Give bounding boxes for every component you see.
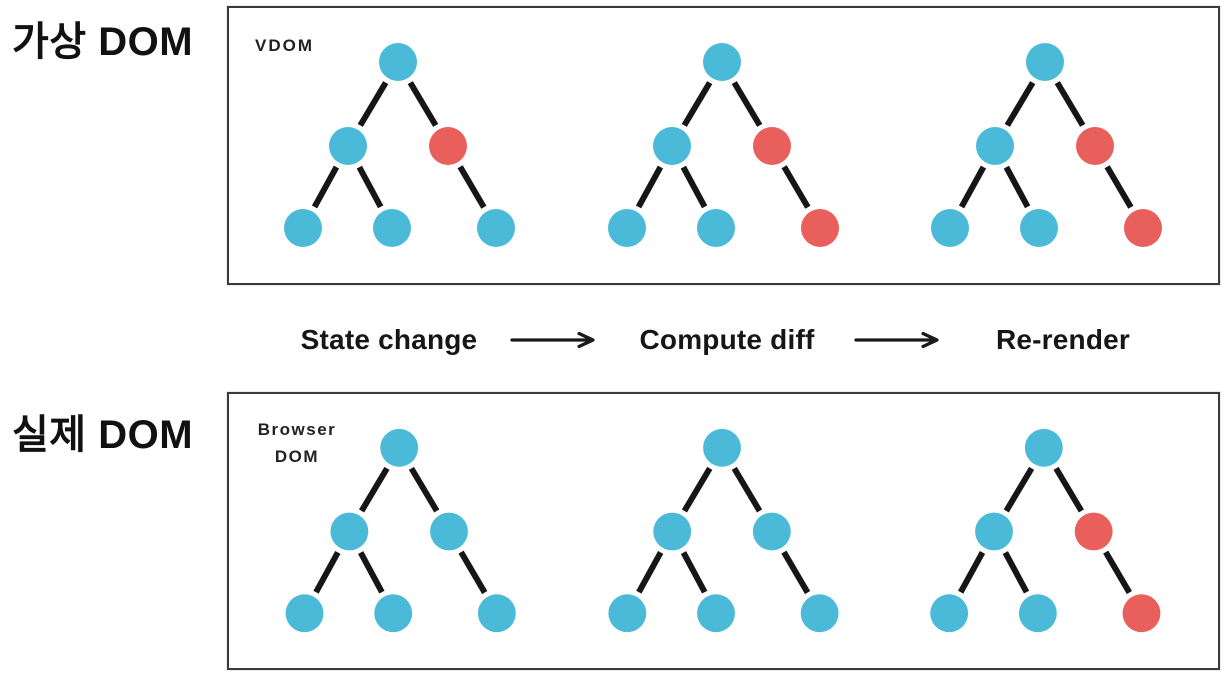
tree-edge [1004,81,1036,127]
tree-edge [681,81,713,127]
tree-edge [681,466,713,513]
tree-edge [1003,165,1031,209]
tree-node-blue [752,512,791,551]
tree-node-blue [373,209,411,247]
vdom-tree-diagram [284,43,1162,247]
tree-node-blue [930,594,969,633]
tree-edge [958,551,986,594]
browser-dom-panel-label: Browser DOM [247,416,347,470]
tree-edge [458,550,488,595]
tree-node-blue [1020,209,1058,247]
tree-node-blue [653,127,691,165]
tree-edge [1003,466,1035,513]
tree-edge [313,551,341,594]
vdom-panel-label: VDOM [255,36,314,55]
tree-edge [781,550,811,595]
flow-step-re-render: Re-render [995,324,1131,355]
real-dom-row-label: 실제 DOM [12,413,194,457]
tree-edge [1053,466,1084,513]
tree-node-blue [976,127,1014,165]
tree-edge [408,466,440,513]
tree-edge [635,165,664,209]
tree-node-blue [330,512,369,551]
tree-node-blue [380,428,419,467]
tree-node-blue [430,512,468,551]
tree-node-blue [285,594,324,633]
tree-node-blue [329,127,367,165]
vdom-panel: VDOM [227,6,1220,285]
tree-node-blue [800,594,839,633]
tree-edge [407,81,439,127]
tree-edge [311,165,340,209]
tree-node-red [429,127,467,165]
tree-node-blue [1018,594,1057,633]
browser-dom-panel: Browser DOM [227,392,1220,670]
tree-edge [781,165,811,209]
tree-edge [1002,551,1030,594]
tree-node-blue [697,594,735,633]
tree-edge [457,165,487,209]
tree-node-blue [703,428,741,467]
tree-edge [1103,550,1132,595]
tree-node-blue [608,209,646,247]
tree-node-blue [379,43,417,81]
tree-edge [636,551,664,594]
virtual-dom-row-label: 가상 DOM [12,20,194,64]
tree-node-blue [1026,43,1064,81]
tree-node-blue [703,43,741,81]
tree-node-red [1122,594,1161,633]
browser-dom-label-line2: DOM [274,447,320,466]
flow-step-state-change: State change [300,324,478,355]
tree-edge [358,551,385,594]
tree-node-blue [374,594,413,633]
tree-edge [680,165,708,209]
tree-node-blue [1024,428,1063,467]
tree-node-blue [608,594,647,633]
tree-edge [357,81,389,127]
tree-node-blue [931,209,969,247]
tree-edge [356,165,384,209]
browser-dom-label-line1: Browser [257,420,337,439]
tree-edge [958,165,987,209]
tree-node-blue [284,209,322,247]
tree-node-red [1124,209,1162,247]
tree-edge [680,551,708,594]
tree-node-blue [975,512,1013,551]
tree-edge [1054,81,1086,127]
tree-edge [731,81,763,127]
tree-node-red [801,209,839,247]
tree-node-red [1076,127,1114,165]
right-arrow-icon [854,331,939,349]
tree-node-red [753,127,791,165]
tree-node-blue [477,209,515,247]
right-arrow-icon [510,331,595,349]
flow-step-compute-diff: Compute diff [639,324,815,355]
tree-edge [731,466,763,513]
tree-node-red [1074,512,1113,551]
tree-node-blue [477,594,516,633]
browser-tree-diagram [285,428,1161,633]
tree-edge [359,466,390,513]
tree-edge [1104,165,1134,209]
tree-node-blue [697,209,735,247]
tree-node-blue [653,512,692,551]
